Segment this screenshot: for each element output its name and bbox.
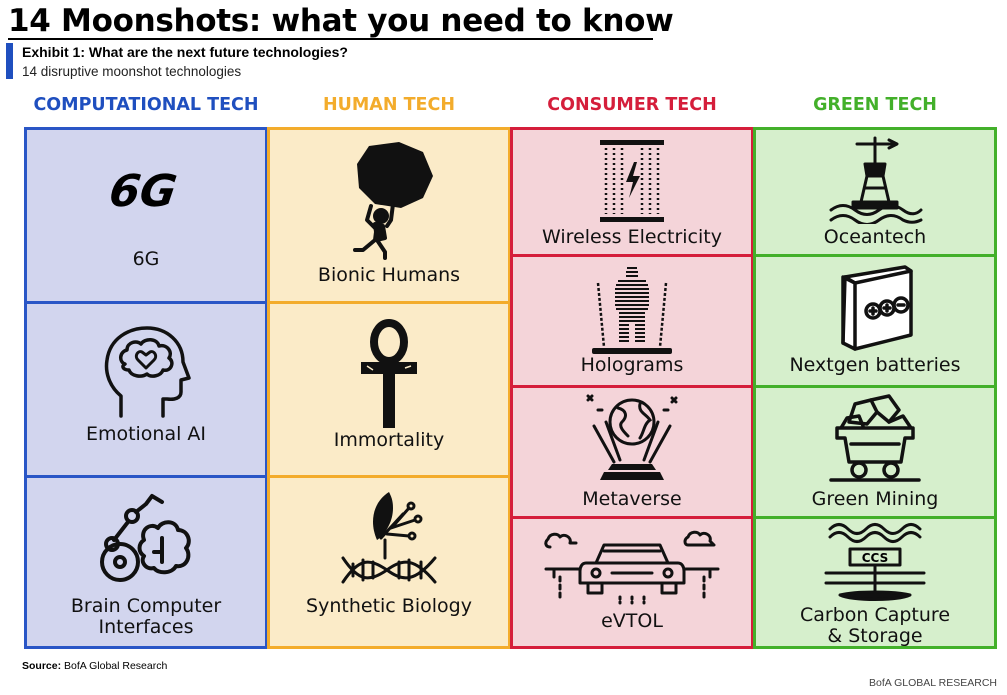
cell-metaverse: Metaverse xyxy=(510,385,754,519)
cell-evtol: eVTOL xyxy=(510,516,754,649)
cell-carbon-capture-storage: CCS Carbon Capture & Storage xyxy=(753,516,997,649)
cell-label: Metaverse xyxy=(582,488,682,510)
column-heading-computational: COMPUTATIONAL TECH xyxy=(33,95,259,115)
cell-brain-computer-interfaces: Brain Computer Interfaces xyxy=(24,475,268,649)
cell-label: Emotional AI xyxy=(85,423,207,445)
brand-footer: BofA GLOBAL RESEARCH xyxy=(869,677,997,689)
cell-6g: 6G 6G xyxy=(24,127,268,304)
cell-label: Immortality xyxy=(333,429,445,451)
cell-oceantech: Oceantech xyxy=(753,127,997,257)
ccs-badge-text: CCS xyxy=(862,551,888,565)
cell-immortality: Immortality xyxy=(267,301,511,478)
cell-holograms: Holograms xyxy=(510,254,754,388)
exhibit-accent-bar xyxy=(6,43,13,79)
cell-nextgen-batteries: Nextgen batteries xyxy=(753,254,997,388)
ankh-icon xyxy=(361,319,417,428)
cell-label: Synthetic Biology xyxy=(306,595,472,617)
source-note: Source: BofA Global Research xyxy=(22,660,167,672)
coil-lightning-icon xyxy=(600,140,664,222)
source-label: Source: xyxy=(22,660,62,672)
leaf-dna-icon xyxy=(341,492,437,584)
6g-logo-text: 6G xyxy=(106,170,180,212)
cell-wireless-electricity: Wireless Electricity xyxy=(510,127,754,257)
column-heading-human: HUMAN TECH xyxy=(323,95,455,115)
page-title: 14 Moonshots: what you need to know xyxy=(8,3,674,40)
cell-label: Holograms xyxy=(580,354,684,376)
cell-label: 6G xyxy=(132,248,160,270)
cell-label: Oceantech xyxy=(823,226,927,248)
hologram-person-icon xyxy=(592,267,672,354)
exhibit-title: Exhibit 1: What are the next future tech… xyxy=(22,44,348,60)
column-heading-green: GREEN TECH xyxy=(813,95,937,115)
6g-logo-icon: 6G xyxy=(106,170,180,212)
battery-cell-icon xyxy=(841,265,913,351)
mine-cart-icon xyxy=(829,394,921,482)
cell-label: Green Mining xyxy=(811,488,939,510)
flying-car-icon xyxy=(544,530,720,605)
column-heading-consumer: CONSUMER TECH xyxy=(547,95,717,115)
globe-projection-icon xyxy=(586,394,678,480)
robot-arm-brain-icon xyxy=(100,494,191,582)
cell-label: Carbon Capture & Storage xyxy=(799,604,951,647)
exhibit-subtitle: 14 disruptive moonshot technologies xyxy=(22,64,242,79)
cell-label: Bionic Humans xyxy=(317,264,461,286)
brain-heart-head-icon xyxy=(104,326,191,418)
cell-bionic-humans: Bionic Humans xyxy=(267,127,511,304)
cell-label: Wireless Electricity xyxy=(542,226,722,248)
cell-label: Brain Computer Interfaces xyxy=(70,595,222,638)
man-carrying-boulder-icon xyxy=(353,142,433,260)
buoy-waves-icon xyxy=(829,136,923,224)
cell-label: Nextgen batteries xyxy=(789,354,961,376)
ccs-storage-icon: CCS xyxy=(824,523,926,601)
cell-synthetic-biology: Synthetic Biology xyxy=(267,475,511,649)
cell-emotional-ai: Emotional AI xyxy=(24,301,268,478)
source-text: BofA Global Research xyxy=(64,660,168,672)
cell-label: eVTOL xyxy=(601,610,663,632)
cell-green-mining: Green Mining xyxy=(753,385,997,519)
